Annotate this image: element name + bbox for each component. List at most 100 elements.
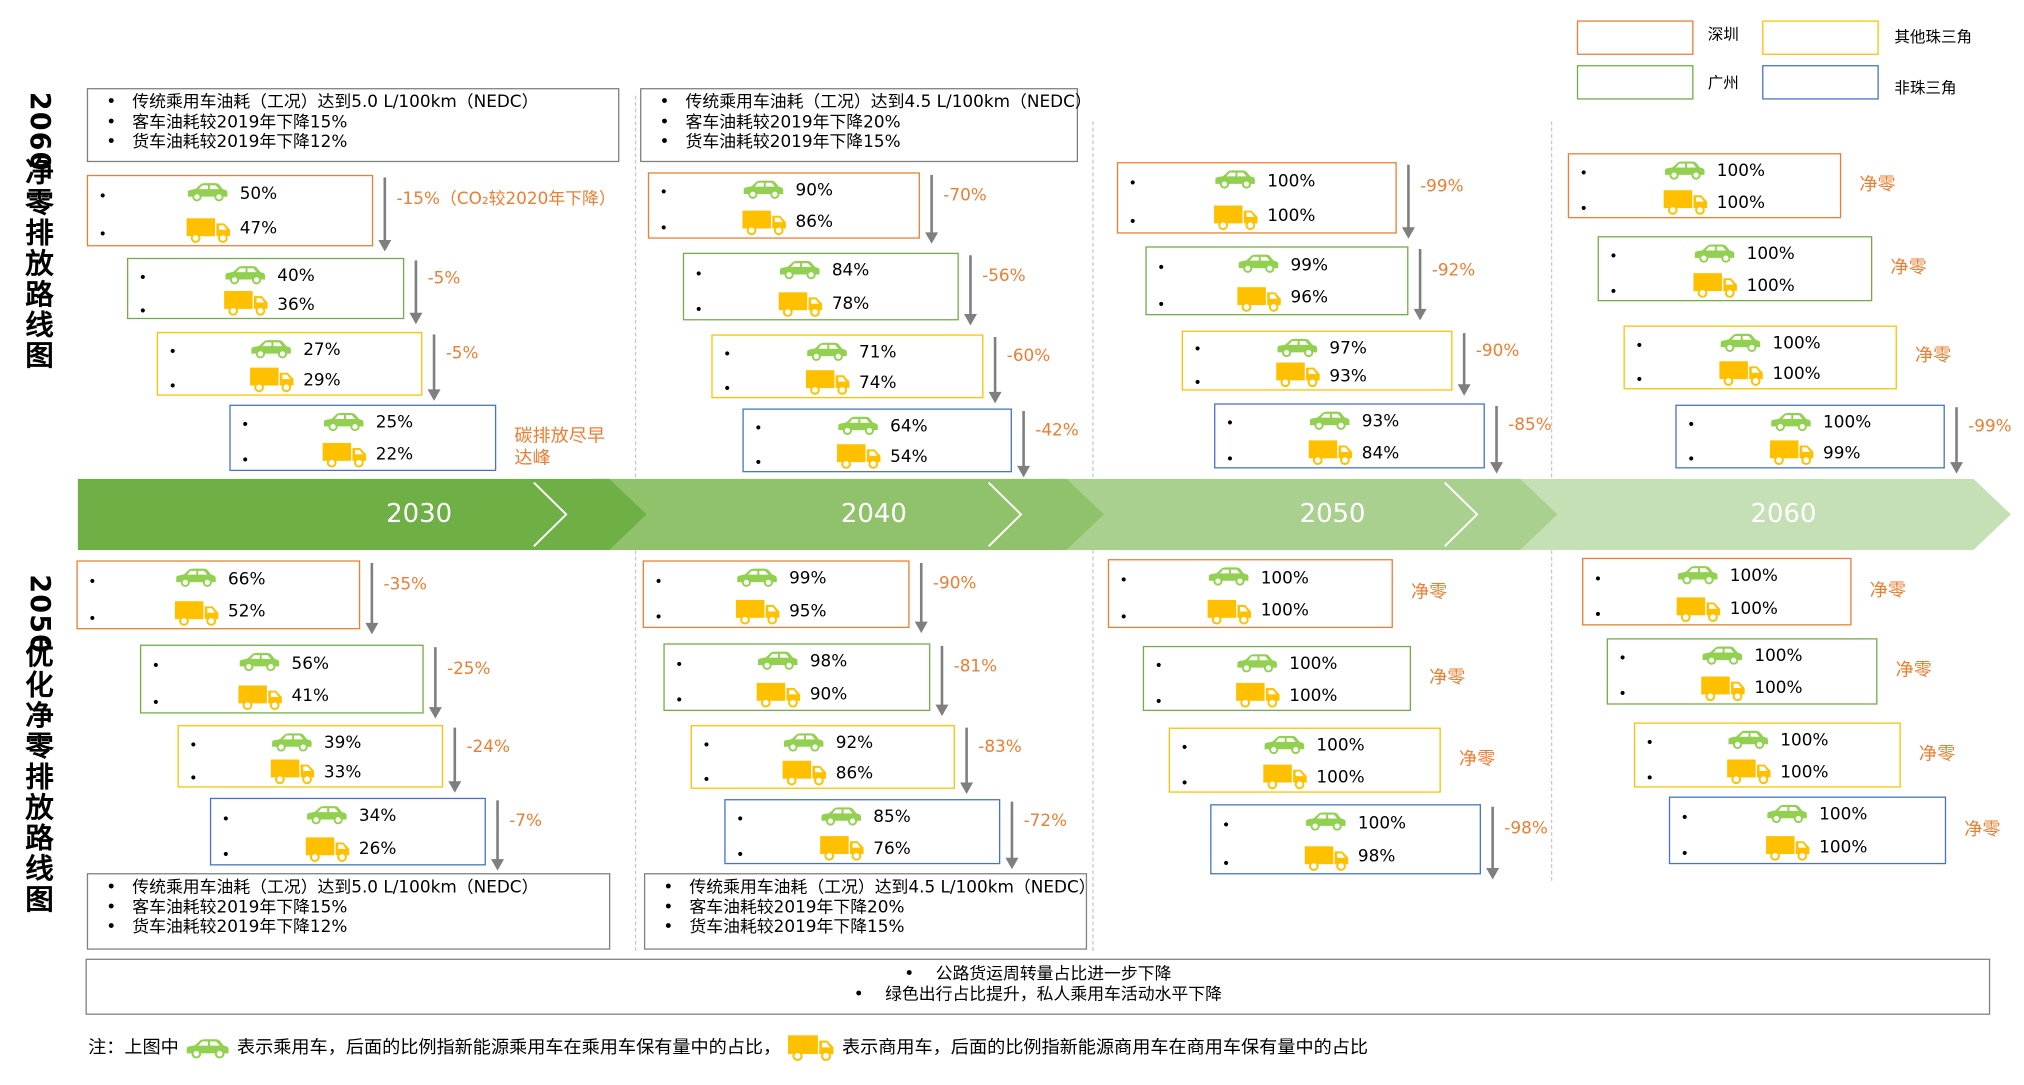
note-line: • 客车油耗较2019年下降20%	[663, 898, 1085, 918]
arrow-line	[1022, 411, 1025, 468]
car-share: 100%	[1729, 567, 1778, 587]
bullet: •	[723, 345, 732, 363]
change-arrow	[365, 562, 379, 635]
truck-icon	[788, 1035, 834, 1062]
truck-share: 90%	[809, 685, 848, 705]
emission-change: -15%（CO₂较2020年下降）	[396, 190, 616, 210]
truck-share: 36%	[277, 295, 315, 315]
arrow-head	[448, 781, 462, 793]
arrow-line	[1495, 405, 1498, 464]
bullet: •	[1193, 373, 1202, 391]
bullet: •	[1221, 854, 1231, 872]
bullet: •	[1609, 283, 1618, 300]
legend-swatch-non-prd	[1762, 65, 1879, 100]
region-box-guangzhou: ••40%36%	[126, 257, 405, 320]
bullet: •	[106, 917, 117, 937]
truck-icon	[735, 599, 780, 625]
emission-change: 净零	[1895, 659, 1932, 681]
car-share: 97%	[1329, 339, 1367, 359]
bullet: •	[106, 898, 117, 918]
change-arrow	[427, 334, 441, 401]
truck-share: 96%	[1290, 289, 1328, 309]
emission-change: 净零	[1411, 582, 1448, 603]
bullet: •	[221, 809, 230, 827]
truck-share: 33%	[323, 763, 362, 783]
arrow-line	[1418, 248, 1421, 311]
emission-change: -85%	[1508, 416, 1552, 436]
truck-share: 100%	[1780, 762, 1829, 782]
bullet: •	[98, 226, 107, 243]
note-line: • 货车油耗较2019年下降15%	[663, 918, 1085, 938]
change-arrow	[1005, 801, 1019, 870]
note-line: • 客车油耗较2019年下降15%	[106, 113, 618, 133]
change-arrow	[960, 727, 974, 794]
bullet: •	[1687, 416, 1696, 433]
bullet: •	[168, 377, 177, 395]
title-char: 图	[25, 340, 56, 373]
car-icon	[1771, 412, 1811, 432]
title-char: 排	[25, 218, 56, 251]
arrow-head	[935, 704, 949, 717]
legend-label-guangzhou: 广州	[1707, 74, 1739, 92]
emission-change: -90%	[1475, 341, 1520, 362]
title-char: 线	[25, 310, 56, 343]
truck-icon	[782, 760, 827, 786]
note-line: • 货车油耗较2019年下降15%	[660, 133, 1077, 153]
arrow-line	[1491, 806, 1494, 870]
timeline-year-2040: 2040	[840, 497, 907, 529]
truck-share: 98%	[1357, 847, 1396, 867]
bullet: •	[694, 264, 703, 282]
region-box-shenzhen: ••100%100%	[1567, 153, 1842, 219]
bullet: •	[1687, 450, 1696, 468]
note-line: • 客车油耗较2019年下降20%	[660, 113, 1077, 133]
change-arrow	[1490, 405, 1504, 474]
timeline-chevron	[987, 481, 1023, 548]
region-box-shenzhen: ••90%86%	[647, 172, 920, 239]
arrow-head	[1017, 465, 1031, 478]
region-box-guangzhou: ••100%100%	[1597, 236, 1873, 302]
emission-change: -99%	[1420, 177, 1464, 197]
bullet: •	[1680, 845, 1689, 862]
arrow-line	[1407, 164, 1410, 229]
bullet: •	[659, 112, 670, 133]
truck-share: 93%	[1329, 367, 1367, 387]
bullet: •	[189, 770, 198, 787]
region-box-non-prd: ••34%26%	[209, 797, 486, 866]
emission-change: -35%	[383, 575, 428, 595]
legend-label-non-prd: 非珠三角	[1894, 79, 1957, 98]
note-text: 传统乘用车油耗（工况）达到4.5 L/100km（NEDC）	[689, 878, 1096, 898]
change-arrow	[1413, 248, 1427, 321]
arrow-head	[1413, 308, 1427, 321]
legend-label-shenzhen: 深圳	[1707, 25, 1739, 44]
car-icon	[307, 806, 347, 825]
bullet: •	[1593, 606, 1603, 624]
bullet: •	[723, 380, 732, 397]
change-arrow	[1401, 164, 1415, 239]
arrow-head	[427, 389, 441, 401]
bullet: •	[241, 416, 250, 434]
note-text: 货车油耗较2019年下降15%	[689, 917, 905, 937]
arrow-head	[409, 312, 423, 325]
bullet: •	[241, 452, 250, 470]
bullet: •	[654, 572, 663, 590]
car-share: 40%	[277, 266, 315, 286]
truck-share: 95%	[789, 602, 827, 622]
arrow-line	[940, 645, 943, 706]
timeline-year-2050: 2050	[1299, 497, 1366, 529]
bullet: •	[702, 771, 711, 788]
car-share: 90%	[795, 181, 834, 201]
bullet: •	[1157, 258, 1166, 276]
car-icon	[1664, 161, 1705, 180]
bullet: •	[675, 655, 684, 673]
arrow-line	[1010, 801, 1013, 860]
emission-change: 净零	[1869, 580, 1906, 601]
region-box-other-prd: ••100%100%	[1168, 727, 1441, 793]
car-share: 100%	[1823, 413, 1872, 433]
bullet: •	[1225, 450, 1235, 467]
car-icon	[187, 183, 228, 202]
arrow-line	[1955, 407, 1958, 464]
truck-icon	[1769, 440, 1814, 465]
region-box-other-prd: ••97%93%	[1181, 330, 1453, 391]
footnote-truck-text: 表示商用车，后面的比例指新能源商用车在商用车保有量中的占比	[841, 1037, 1369, 1059]
title-char: 路	[25, 279, 56, 312]
